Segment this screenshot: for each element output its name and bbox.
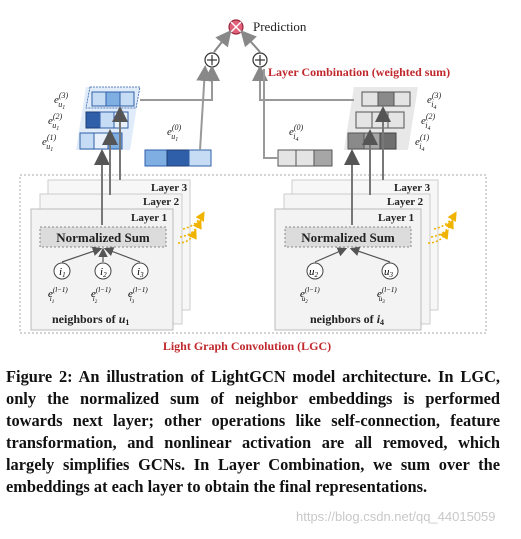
prediction-label: Prediction xyxy=(253,19,307,34)
left-e0-to-sum-arrow xyxy=(196,65,213,151)
svg-text:e(0)i4: e(0)i4 xyxy=(289,123,304,143)
lightgcn-diagram: Prediction Layer Combination (weighted s… xyxy=(19,19,487,353)
arrow-left-to-prediction xyxy=(213,29,232,53)
svg-text:u3: u3 xyxy=(384,266,394,279)
left-layer2-label: Layer 2 xyxy=(143,196,180,208)
right-normalized-sum-label: Normalized Sum xyxy=(301,230,395,245)
lgc-outer-box xyxy=(19,174,487,334)
right-layer2-label: Layer 2 xyxy=(387,196,424,208)
svg-text:e(3)u1: e(3)u1 xyxy=(54,91,69,111)
left-embedding-labels: e(3)u1 e(2)u1 e(1)u1 e(0)u1 xyxy=(42,91,182,153)
svg-text:e(2)u1: e(2)u1 xyxy=(48,112,63,132)
lgc-label: Light Graph Convolution (LGC) xyxy=(163,339,331,353)
right-e0-vector xyxy=(277,149,333,167)
left-normalized-sum-box xyxy=(39,226,167,248)
right-sum-node xyxy=(252,52,268,68)
right-layer1-label: Layer 1 xyxy=(378,212,414,224)
right-yellow-arrows xyxy=(427,211,457,244)
arrow-right-to-prediction xyxy=(240,30,261,53)
right-neighbors-label: neighbors of i4 xyxy=(310,312,384,327)
svg-text:i3: i3 xyxy=(137,266,144,279)
svg-text:u2: u2 xyxy=(309,266,319,279)
layer-combination-label: Layer Combination (weighted sum) xyxy=(268,65,450,79)
svg-text:i1: i1 xyxy=(59,266,66,279)
right-embedding-stack xyxy=(344,87,418,150)
prediction-node xyxy=(228,19,244,35)
svg-text:i2: i2 xyxy=(100,266,107,279)
left-normalized-sum-label: Normalized Sum xyxy=(56,230,150,245)
right-normalized-sum-box xyxy=(284,226,412,248)
left-layer3-label: Layer 3 xyxy=(151,182,188,194)
left-e0-vector xyxy=(144,149,212,167)
right-e0-to-sum-arrow xyxy=(263,69,278,159)
svg-text:e(1)i4: e(1)i4 xyxy=(415,133,430,153)
svg-text:e(2)i4: e(2)i4 xyxy=(421,112,436,132)
left-sum-node xyxy=(204,52,220,68)
svg-text:e(0)u1: e(0)u1 xyxy=(167,123,182,143)
left-layer1-label: Layer 1 xyxy=(131,212,167,224)
svg-text:e(1)u1: e(1)u1 xyxy=(42,133,57,153)
right-stack-to-sum-arrow xyxy=(252,65,354,101)
left-stack-to-sum-arrow xyxy=(140,65,220,101)
right-layer3-label: Layer 3 xyxy=(394,182,431,194)
watermark: https://blog.csdn.net/qq_44015059 xyxy=(296,509,496,524)
svg-text:e(3)i4: e(3)i4 xyxy=(427,91,442,111)
left-neighbors-label: neighbors of u1 xyxy=(52,312,129,327)
left-yellow-arrows xyxy=(177,211,205,244)
figure-caption: Figure 2: An illustration of LightGCN mo… xyxy=(6,367,500,496)
left-embedding-stack xyxy=(76,86,141,150)
